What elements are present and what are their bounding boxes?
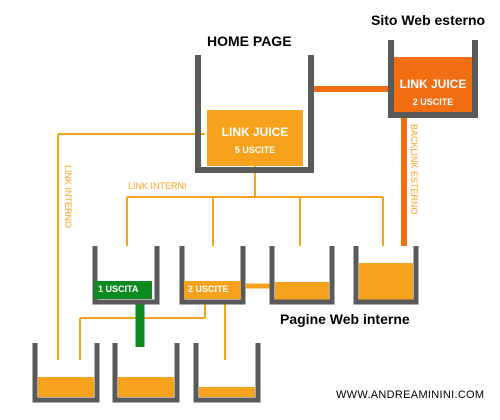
internal-pages-title: Pagine Web interne bbox=[280, 311, 410, 327]
external-site-title: Sito Web esterno bbox=[371, 12, 486, 28]
internal-page-2 bbox=[179, 246, 246, 305]
internal-page-1 bbox=[92, 246, 160, 305]
bottom-page-1 bbox=[32, 343, 100, 403]
bottom-page-3 bbox=[193, 343, 261, 403]
internal-link-lines bbox=[57, 133, 384, 360]
bottom-page-2 bbox=[112, 343, 180, 403]
external-container bbox=[388, 40, 478, 118]
internal-links-label: LINK INTERNI bbox=[128, 181, 187, 191]
two-outputs-chip bbox=[184, 281, 241, 299]
home-outputs-label: 5 USCITE bbox=[234, 145, 276, 155]
external-outputs-label: 2 USCITE bbox=[412, 97, 454, 107]
site-url: WWW.ANDREAMININI.COM bbox=[336, 389, 485, 401]
external-backlink-label: BACKLINK ESTERNO bbox=[409, 124, 419, 215]
one-output-chip bbox=[94, 281, 152, 299]
external-juice-label: LINK JUICE bbox=[399, 77, 467, 91]
internal-link-label: LINK INTERNO bbox=[63, 165, 73, 229]
internal-page-4 bbox=[353, 246, 419, 305]
internal-page-3 bbox=[269, 246, 335, 305]
home-page-title: HOME PAGE bbox=[207, 33, 292, 49]
one-output-label: 1 USCITA bbox=[98, 284, 139, 294]
home-juice-label: LINK JUICE bbox=[221, 125, 289, 139]
home-container bbox=[195, 55, 314, 173]
two-outputs-label: 2 USCITE bbox=[188, 284, 229, 294]
backlink-lines bbox=[246, 86, 407, 289]
